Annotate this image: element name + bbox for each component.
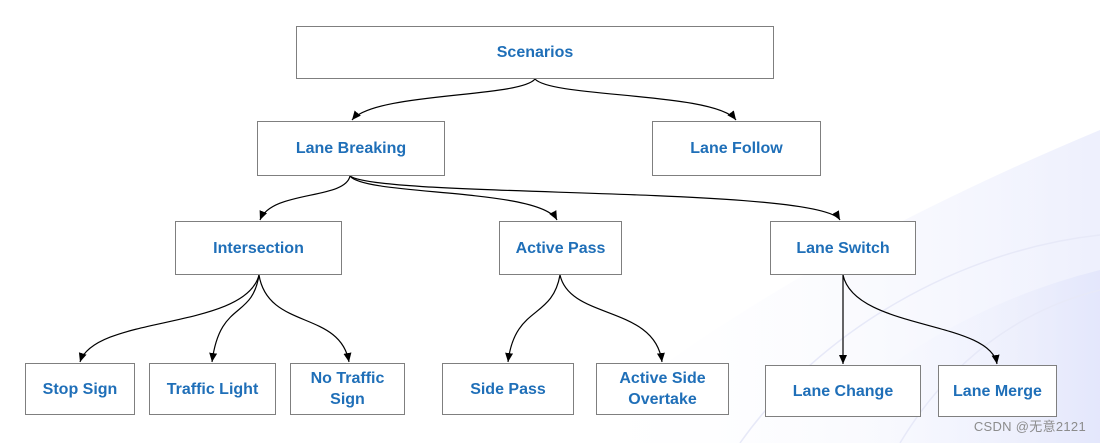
- node-lane-merge: Lane Merge: [938, 365, 1057, 417]
- node-side-pass: Side Pass: [442, 363, 574, 415]
- node-lane-switch: Lane Switch: [770, 221, 916, 275]
- edge-intersection-no-traffic-sign: [258, 274, 352, 363]
- edge-lane-breaking-intersection: [259, 175, 351, 221]
- edge-scenarios-lane-breaking: [351, 78, 536, 121]
- edge-scenarios-lane-follow: [534, 78, 737, 121]
- edge-intersection-traffic-light: [209, 274, 260, 363]
- edge-lane-breaking-active-pass: [349, 175, 558, 221]
- edge-active-pass-side-pass: [505, 274, 561, 363]
- node-lane-follow: Lane Follow: [652, 121, 821, 176]
- node-traffic-light: Traffic Light: [149, 363, 276, 415]
- edge-intersection-stop-sign: [78, 274, 260, 363]
- node-scenarios: Scenarios: [296, 26, 774, 79]
- node-active-side-overtake: Active Side Overtake: [596, 363, 729, 415]
- edge-active-pass-active-side-overtake: [559, 274, 665, 363]
- node-stop-sign: Stop Sign: [25, 363, 135, 415]
- watermark: CSDN @无意2121: [973, 419, 1086, 434]
- edge-lane-breaking-lane-switch: [349, 175, 841, 221]
- node-no-traffic-sign: No Traffic Sign: [290, 363, 405, 415]
- node-active-pass: Active Pass: [499, 221, 622, 275]
- node-lane-change: Lane Change: [765, 365, 921, 417]
- edge-lane-switch-lane-merge: [842, 274, 1000, 365]
- node-lane-breaking: Lane Breaking: [257, 121, 445, 176]
- node-intersection: Intersection: [175, 221, 342, 275]
